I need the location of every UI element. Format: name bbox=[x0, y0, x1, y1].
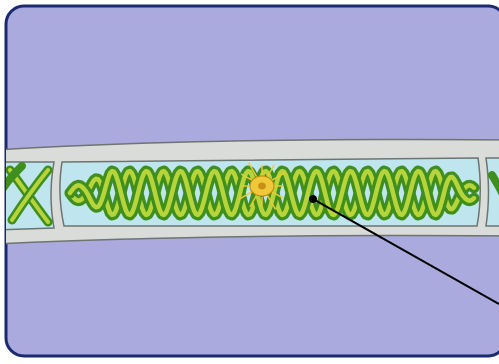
filament-group bbox=[0, 139, 499, 244]
pointer-dot bbox=[309, 195, 317, 203]
right-cell bbox=[486, 158, 499, 226]
